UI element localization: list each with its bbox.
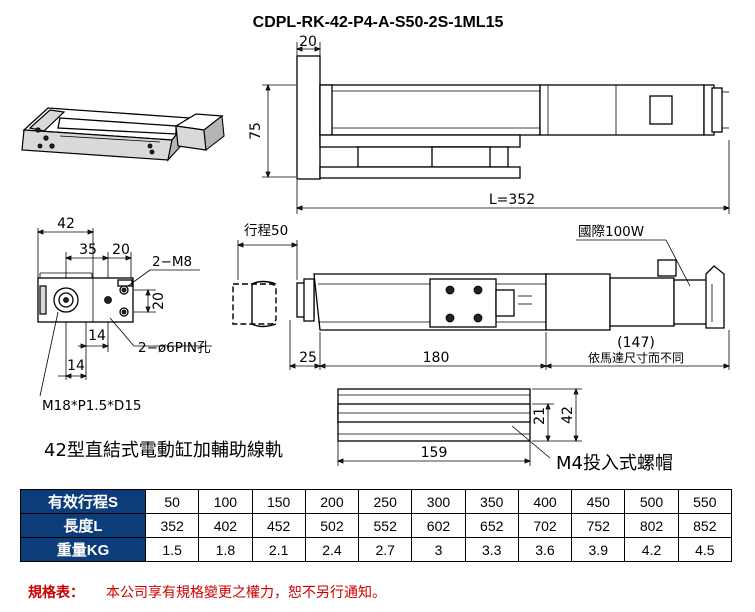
table-row-length: 長度L 352 402 452 502 552 602 652 702 752 … xyxy=(20,513,733,538)
table-cell: 802 xyxy=(624,513,679,538)
table-cell: 752 xyxy=(571,513,626,538)
table-cell: 652 xyxy=(464,513,519,538)
table-cell: 702 xyxy=(517,513,573,538)
side-view: 行程50 國際100W xyxy=(232,223,731,370)
table-row-stroke: 有效行程S 50 100 150 200 250 300 350 400 450… xyxy=(20,489,733,514)
table-cell: 100 xyxy=(198,489,253,514)
spec-note: 規格表： 本公司享有規格變更之權力，恕不另行通知。 xyxy=(28,582,386,602)
table-header-weight: 重量KG xyxy=(20,537,146,562)
table-cell: 452 xyxy=(251,513,306,538)
table-cell: 352 xyxy=(144,513,200,538)
side-dim-25: 25 xyxy=(299,350,317,366)
side-label-motor: 國際100W xyxy=(578,224,644,240)
table-cell: 1.5 xyxy=(144,537,200,562)
table-cell: 50 xyxy=(144,489,200,514)
end-view: 42 35 20 20 2−M8 xyxy=(36,216,212,414)
table-cell: 3 xyxy=(411,537,466,562)
table-cell: 350 xyxy=(464,489,519,514)
table-cell: 300 xyxy=(411,489,466,514)
table-cell: 450 xyxy=(571,489,626,514)
rail-view: 21 42 159 M4投入式螺帽 xyxy=(336,387,673,474)
table-cell: 852 xyxy=(677,513,733,538)
side-label-stroke: 行程50 xyxy=(244,223,288,239)
product-caption: 42型直結式電動缸加輔助線軌 xyxy=(44,439,283,461)
spec-note-text: 本公司享有規格變更之權力，恕不另行通知。 xyxy=(106,585,386,601)
table-cell: 500 xyxy=(624,489,679,514)
table-cell: 400 xyxy=(517,489,573,514)
table-cell: 2.7 xyxy=(358,537,413,562)
end-label-thread: M18*P1.5*D15 xyxy=(42,398,142,414)
spec-note-label: 規格表： xyxy=(28,585,84,601)
table-cell: 2.4 xyxy=(304,537,360,562)
table-cell: 602 xyxy=(411,513,466,538)
end-dim-14-upper: 14 xyxy=(88,328,106,344)
side-dim-180: 180 xyxy=(423,350,450,366)
end-dim-20: 20 xyxy=(112,242,130,258)
top-view: 20 75 L=352 xyxy=(248,34,731,214)
rail-dim-159: 159 xyxy=(421,445,448,461)
end-dim-42: 42 xyxy=(57,216,75,232)
end-label-pin: 2−ø6PIN孔 xyxy=(138,340,211,356)
table-cell: 402 xyxy=(198,513,253,538)
rail-dim-42: 42 xyxy=(560,406,576,424)
table-cell: 502 xyxy=(304,513,360,538)
table-header-stroke: 有效行程S xyxy=(20,489,146,514)
side-dim-147: (147) xyxy=(617,335,655,351)
table-cell: 550 xyxy=(677,489,733,514)
isometric-view xyxy=(21,107,225,162)
top-dim-75: 75 xyxy=(248,122,264,140)
rail-label-cap: M4投入式螺帽 xyxy=(556,453,673,474)
end-dim-35: 35 xyxy=(79,242,97,258)
side-label-motor-note: 依馬達尺寸而不同 xyxy=(588,350,684,365)
end-dim-14-lower: 14 xyxy=(67,358,85,374)
table-cell: 200 xyxy=(304,489,360,514)
table-cell: 3.6 xyxy=(517,537,573,562)
table-cell: 150 xyxy=(251,489,306,514)
table-cell: 4.5 xyxy=(677,537,733,562)
spec-table: 有效行程S 50 100 150 200 250 300 350 400 450… xyxy=(20,489,733,562)
top-dim-length: L=352 xyxy=(489,192,535,208)
table-cell: 250 xyxy=(358,489,413,514)
table-cell: 552 xyxy=(358,513,413,538)
table-cell: 2.1 xyxy=(251,537,306,562)
end-label-m8: 2−M8 xyxy=(152,254,192,270)
table-header-length: 長度L xyxy=(20,513,146,538)
table-row-weight: 重量KG 1.5 1.8 2.1 2.4 2.7 3 3.3 3.6 3.9 4… xyxy=(20,537,733,562)
table-cell: 3.9 xyxy=(571,537,626,562)
table-cell: 3.3 xyxy=(464,537,519,562)
top-dim-20: 20 xyxy=(299,34,317,50)
rail-dim-21: 21 xyxy=(532,407,548,425)
table-cell: 4.2 xyxy=(624,537,679,562)
drawing-title: CDPL-RK-42-P4-A-S50-2S-1ML15 xyxy=(253,14,504,31)
table-cell: 1.8 xyxy=(198,537,253,562)
end-dim-20-vertical: 20 xyxy=(151,292,167,310)
